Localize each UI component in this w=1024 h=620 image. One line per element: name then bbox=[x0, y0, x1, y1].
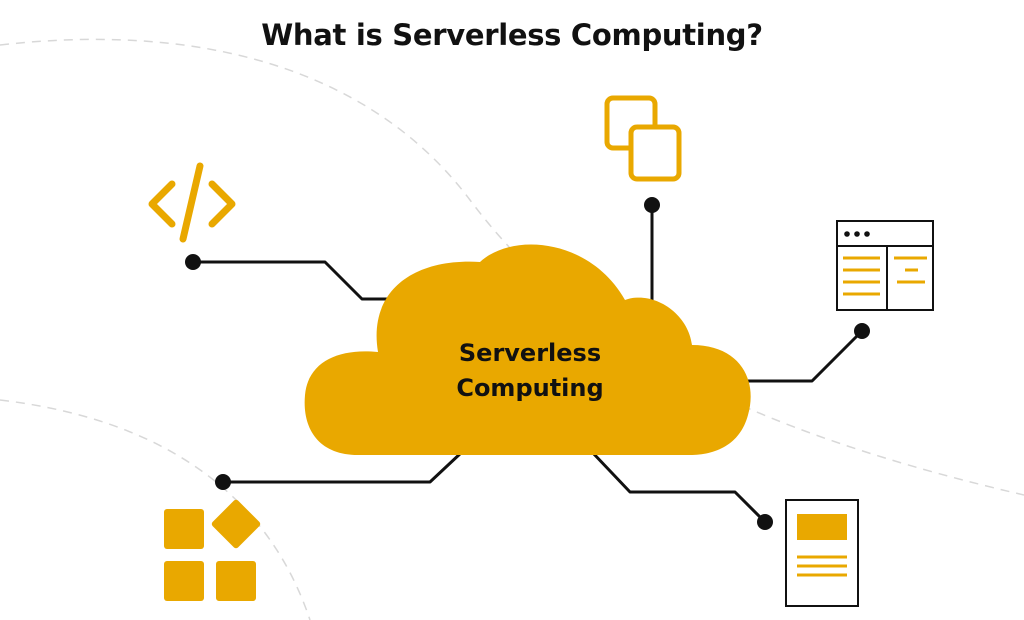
dot-browser bbox=[854, 323, 870, 339]
connector-code bbox=[191, 260, 412, 301]
browser-window-icon bbox=[836, 220, 934, 311]
connectors bbox=[191, 203, 864, 524]
dot-document bbox=[757, 514, 773, 530]
dashed-curve-bottom bbox=[0, 399, 311, 620]
copy-icon bbox=[604, 95, 682, 182]
dashed-curve-top bbox=[0, 38, 1024, 496]
dot-apps bbox=[215, 474, 231, 490]
connector-document bbox=[590, 450, 767, 524]
cloud-label: Serverless Computing bbox=[430, 336, 630, 406]
connector-dots bbox=[185, 197, 870, 530]
page-title: What is Serverless Computing? bbox=[261, 18, 763, 52]
document-icon bbox=[785, 499, 859, 607]
cloud-label-line1: Serverless bbox=[458, 339, 602, 367]
dot-copy bbox=[644, 197, 660, 213]
connector-apps bbox=[221, 450, 464, 484]
dot-code bbox=[185, 254, 201, 270]
code-icon bbox=[148, 162, 236, 243]
background-dashed-curves bbox=[0, 38, 1024, 620]
cloud-shape bbox=[304, 244, 751, 455]
connector-browser bbox=[743, 329, 864, 383]
cloud-label-line2: Computing bbox=[456, 374, 604, 402]
apps-icon bbox=[164, 499, 261, 601]
